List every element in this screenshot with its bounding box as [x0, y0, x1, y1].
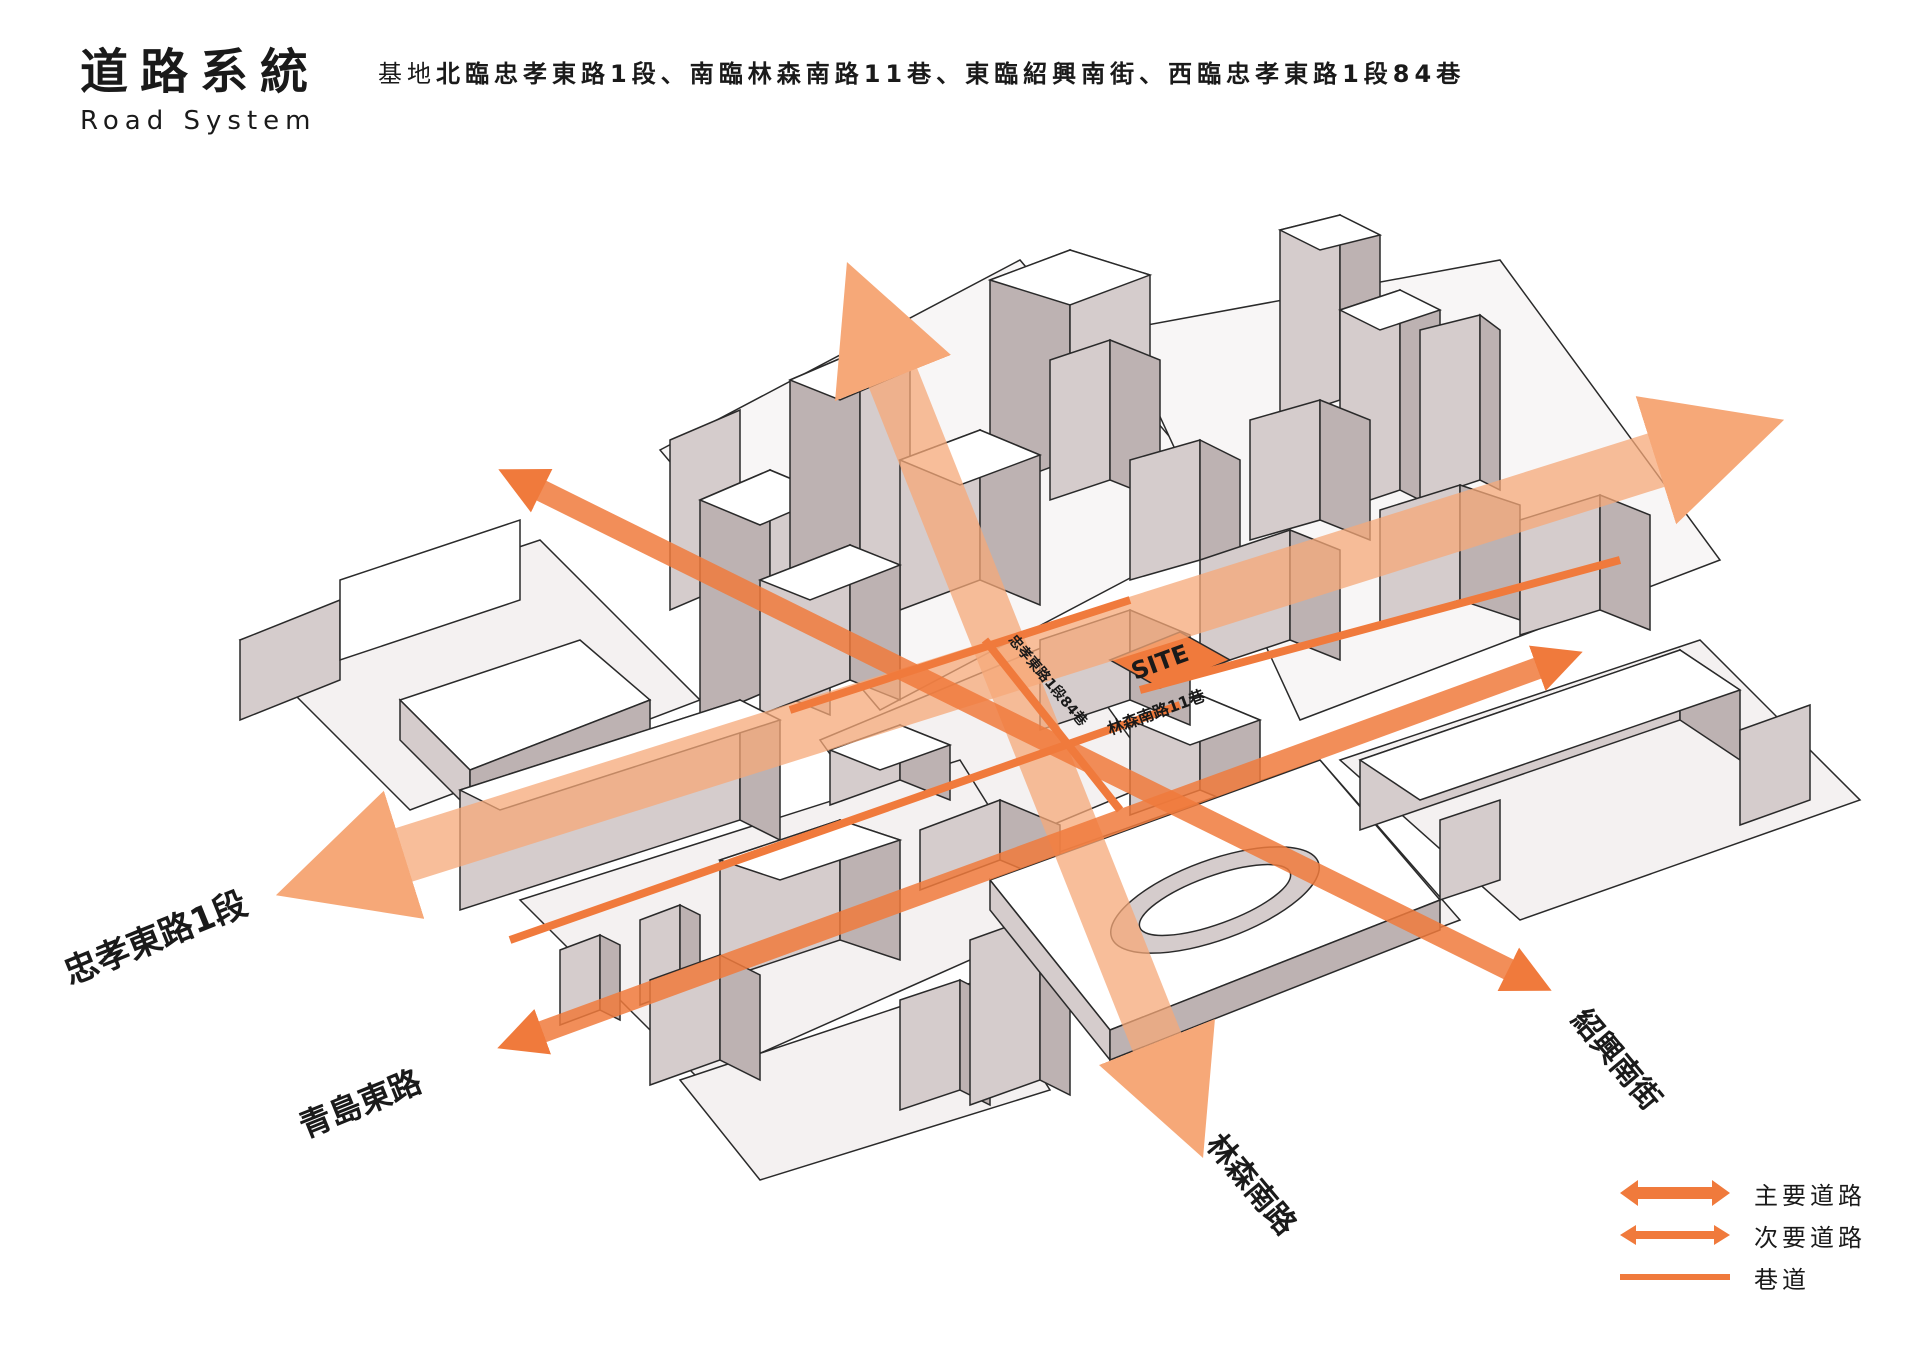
legend-item-main-road: 主要道路 — [1620, 1172, 1880, 1214]
secondary-road-shaoxing — [498, 469, 1552, 991]
legend-item-lane: 巷道 — [1620, 1256, 1880, 1298]
subtitle-lead: 基地 — [378, 60, 436, 88]
site-boundary-description: 基地北臨忠孝東路1段、南臨林森南路11巷、東臨紹興南街、西臨忠孝東路1段84巷 — [378, 54, 1465, 89]
legend-label-lane: 巷道 — [1754, 1265, 1810, 1294]
secondary-road-arrow-icon — [1620, 1225, 1730, 1245]
linsen-road-label: 林森南路 — [1199, 1128, 1304, 1243]
legend-label-main: 主要道路 — [1754, 1181, 1866, 1210]
zhongxiao-road-label: 忠孝東路1段 — [58, 884, 253, 994]
lane-roads — [508, 556, 1622, 944]
legend-label-secondary: 次要道路 — [1754, 1223, 1866, 1252]
lane-line-icon — [1620, 1274, 1730, 1280]
legend-item-secondary-road: 次要道路 — [1620, 1214, 1880, 1256]
legend: 主要道路 次要道路 巷道 — [1620, 1172, 1880, 1298]
page-title-english: Road System — [80, 106, 317, 136]
qingdao-road-label: 青島東路 — [294, 1062, 428, 1146]
page-title: 道路系統 — [80, 44, 321, 100]
title-block: 道路系統 Road System — [80, 48, 320, 136]
main-road-arrow-icon — [1620, 1180, 1730, 1206]
subtitle-text: 北臨忠孝東路1段、南臨林森南路11巷、東臨紹興南街、西臨忠孝東路1段84巷 — [436, 60, 1466, 88]
shaoxing-road-label: 紹興南街 — [1564, 1003, 1668, 1117]
